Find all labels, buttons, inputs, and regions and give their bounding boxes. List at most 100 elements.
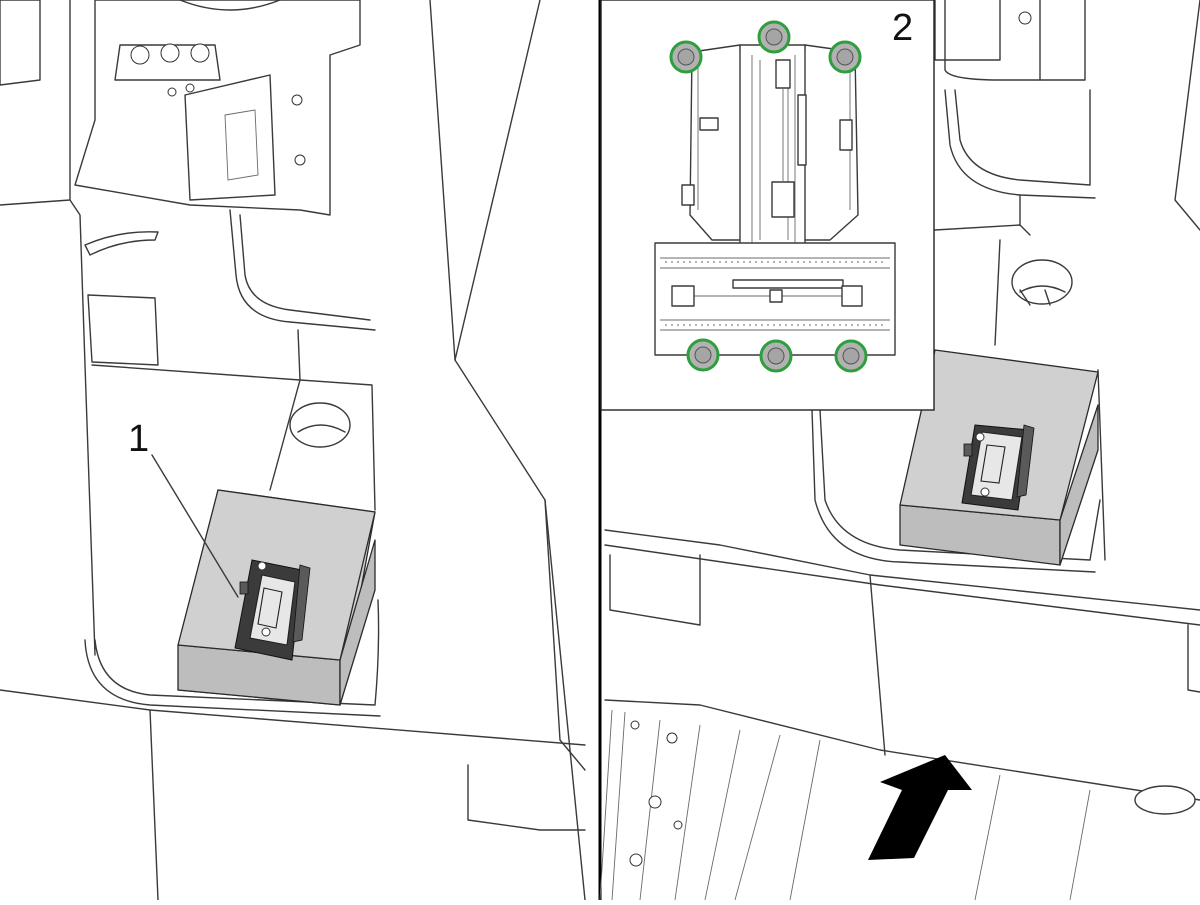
rail-3 <box>639 719 661 901</box>
rail-8 <box>974 774 1001 901</box>
right-pocket-top <box>954 89 1091 186</box>
pocket-top-edge <box>239 214 371 321</box>
inset-x-bearing <box>841 285 863 307</box>
inset-side-bracket <box>839 119 853 151</box>
gauge-block-side <box>339 539 376 706</box>
rail-4 <box>674 724 701 901</box>
table-hole-right <box>1011 259 1073 305</box>
left-floor-seam <box>149 709 159 901</box>
pocket-top-inner <box>229 209 376 331</box>
rail-bolt-3 <box>648 795 662 809</box>
left-inner-wall <box>69 199 96 656</box>
callout-2-label: 2 <box>892 7 913 49</box>
table-hole-left-inner <box>297 424 346 433</box>
left-base-notch <box>467 764 586 831</box>
right-pocket-right <box>1097 369 1106 561</box>
pocket-bottom-outer <box>84 639 381 717</box>
inset-x-motor <box>671 285 695 307</box>
head-port-2 <box>160 43 180 63</box>
rail-1 <box>599 709 613 901</box>
rail-bolt-2 <box>666 732 678 744</box>
right-base-seam <box>869 574 886 756</box>
inset-left-mount <box>699 117 719 131</box>
inset-base-rails <box>660 257 890 331</box>
rail-bolt-5 <box>629 853 643 867</box>
rail-bolt-4 <box>673 820 683 830</box>
head-bracket <box>184 74 276 201</box>
rail-bolt-1 <box>630 720 640 730</box>
right-housing-upper-2 <box>944 0 1041 81</box>
right-pocket-wall <box>994 194 1021 346</box>
level-screw-bottom <box>261 627 271 637</box>
right-floor-edge-2 <box>604 544 1200 626</box>
inset-side-rail <box>797 94 807 166</box>
pocket-bottom <box>94 599 380 706</box>
leveling-pad-top-left-core <box>677 48 695 66</box>
leveling-pad-top-center-core <box>765 28 783 46</box>
inset-motor <box>771 181 795 218</box>
rail-9 <box>1069 789 1091 901</box>
leveling-pad-bottom-center-core <box>767 347 785 365</box>
inset-left-tab <box>681 184 695 206</box>
level-vial <box>257 587 283 629</box>
level-right-knob <box>963 443 973 457</box>
head-block-left <box>0 0 41 86</box>
right-floor-edge <box>604 529 1200 611</box>
rail-6 <box>734 734 781 901</box>
leveling-pad-top-right-core <box>836 48 854 66</box>
inset-column-rails <box>751 55 796 245</box>
level-right-clip <box>1016 424 1035 498</box>
callout-1-leader <box>151 454 239 598</box>
right-pocket-bottom <box>819 409 1101 561</box>
leveling-pads <box>669 20 868 373</box>
right-panel: 2 <box>599 0 1200 901</box>
right-base-notch <box>609 554 701 626</box>
leveling-pad-bottom-right-core <box>842 347 860 365</box>
curved-slot <box>84 231 159 256</box>
spirit-level-icon <box>234 559 311 661</box>
head-bolt-a <box>291 94 303 106</box>
left-column-edge <box>429 0 586 771</box>
left-column-lower <box>544 499 586 901</box>
table-hole-right-inner <box>1019 285 1066 306</box>
right-base-notch-2 <box>1187 624 1200 693</box>
inset-x-guide <box>732 279 844 289</box>
inset-top-view: 2 <box>600 0 935 411</box>
head-bolt-b <box>294 154 306 166</box>
right-column-edge <box>1174 0 1200 231</box>
pocket-diagonal <box>269 379 301 491</box>
head-grille <box>179 0 281 11</box>
level-right-vial <box>980 444 1006 484</box>
left-ledge <box>87 294 159 366</box>
bracket-slot <box>224 109 259 181</box>
right-housing-upper <box>934 0 1001 61</box>
right-pocket-step <box>934 224 1031 236</box>
right-base-foot <box>1134 785 1196 815</box>
inset-top-block <box>775 59 791 89</box>
left-column-diagonal <box>454 0 541 361</box>
right-pocket-bottom-outer <box>811 409 1096 573</box>
inset-x-nut <box>769 289 783 303</box>
rail-7 <box>789 739 821 901</box>
level-right-screw-top <box>975 432 985 442</box>
level-clip <box>292 564 311 643</box>
right-base-front <box>604 699 1200 801</box>
spirit-level-right <box>961 424 1035 511</box>
level-knob <box>239 581 249 595</box>
inset-base-ties <box>665 261 885 326</box>
right-housing-edge <box>1039 0 1086 81</box>
arrow-up-right-icon <box>868 755 972 860</box>
rail-5 <box>704 729 741 901</box>
left-panel: 1 <box>0 0 586 901</box>
callout-1-label: 1 <box>128 418 149 460</box>
rail-2 <box>611 711 626 901</box>
head-bolt-c <box>167 87 177 97</box>
head-port-3 <box>190 43 210 63</box>
spindle-head-left <box>0 0 361 216</box>
right-pocket-top-outer <box>944 89 1096 199</box>
level-screw-top <box>257 561 267 571</box>
right-housing-bolt <box>1018 11 1032 25</box>
pocket-right-wall <box>299 379 376 511</box>
